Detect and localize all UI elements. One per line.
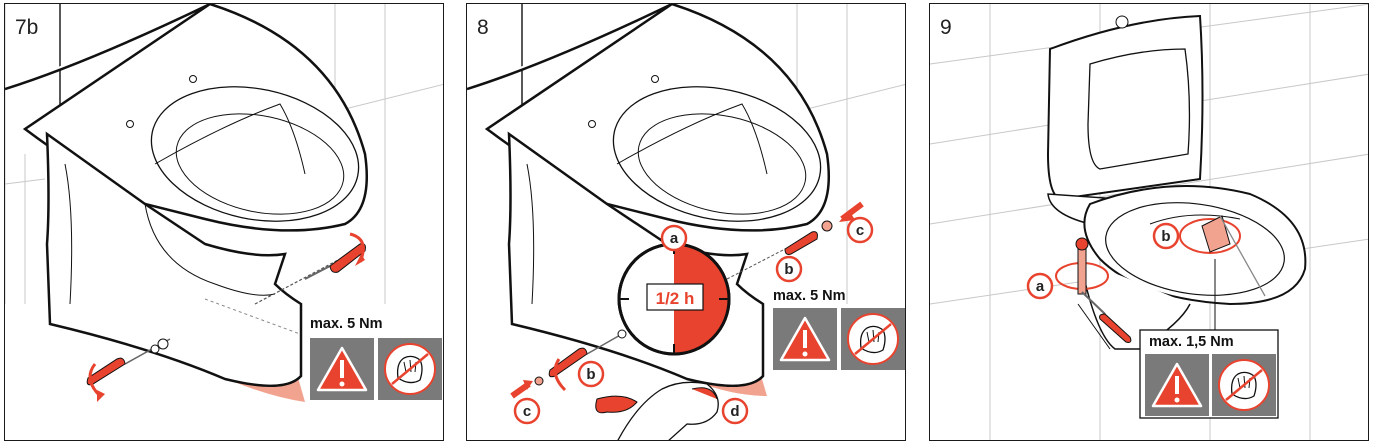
svg-text:d: d <box>730 403 739 420</box>
step-number: 8 <box>477 16 489 39</box>
svg-text:a: a <box>1036 278 1045 295</box>
screwdriver-icon <box>86 357 126 386</box>
toilet-illustration-8: 1/2 h a b b <box>467 4 905 440</box>
callout-d: d <box>721 397 749 425</box>
clock-icon: 1/2 h <box>617 242 731 356</box>
warning-box <box>773 308 837 370</box>
warning-triangle-icon <box>779 316 831 362</box>
panel-step-9: a b 9 max. 1,5 Nm <box>929 3 1369 441</box>
svg-text:b: b <box>784 261 793 278</box>
no-hand-tightening-icon <box>384 343 436 395</box>
callout-b: b <box>577 360 605 388</box>
torque-label: max. 1,5 Nm <box>1149 334 1234 350</box>
callout-c: c <box>513 397 541 425</box>
warning-box <box>310 338 374 400</box>
warning-triangle-icon <box>1151 362 1203 408</box>
warning-triangle-icon <box>316 346 368 392</box>
callout-b: b <box>1152 222 1180 250</box>
svg-text:c: c <box>523 403 531 420</box>
toilet-illustration-9: a b <box>930 4 1368 440</box>
panel-step-7b: 7b max. 5 Nm <box>4 3 444 441</box>
callout-c: c <box>846 216 874 244</box>
toilet-illustration-7b <box>5 4 443 402</box>
svg-text:b: b <box>1161 228 1170 245</box>
panel-step-8: 1/2 h a b b <box>466 3 906 441</box>
torque-label: max. 5 Nm <box>310 316 383 332</box>
warning-box <box>1145 354 1209 416</box>
step-number: 9 <box>940 16 952 39</box>
no-hand-tightening-icon <box>847 313 899 365</box>
no-hand-box <box>378 338 442 400</box>
callout-b: b <box>775 255 803 283</box>
no-hand-box <box>841 308 905 370</box>
clock-duration: 1/2 h <box>656 289 695 308</box>
step-number: 7b <box>15 16 39 39</box>
torque-label: max. 5 Nm <box>773 288 846 304</box>
svg-text:a: a <box>670 230 679 247</box>
callout-a: a <box>660 224 688 252</box>
no-hand-box <box>1212 354 1276 416</box>
hand-icon <box>595 381 719 440</box>
no-hand-tightening-icon <box>1218 359 1270 411</box>
svg-text:b: b <box>586 366 595 383</box>
svg-text:c: c <box>856 222 864 239</box>
callout-a: a <box>1026 272 1054 300</box>
screwdriver-icon <box>1081 291 1132 343</box>
